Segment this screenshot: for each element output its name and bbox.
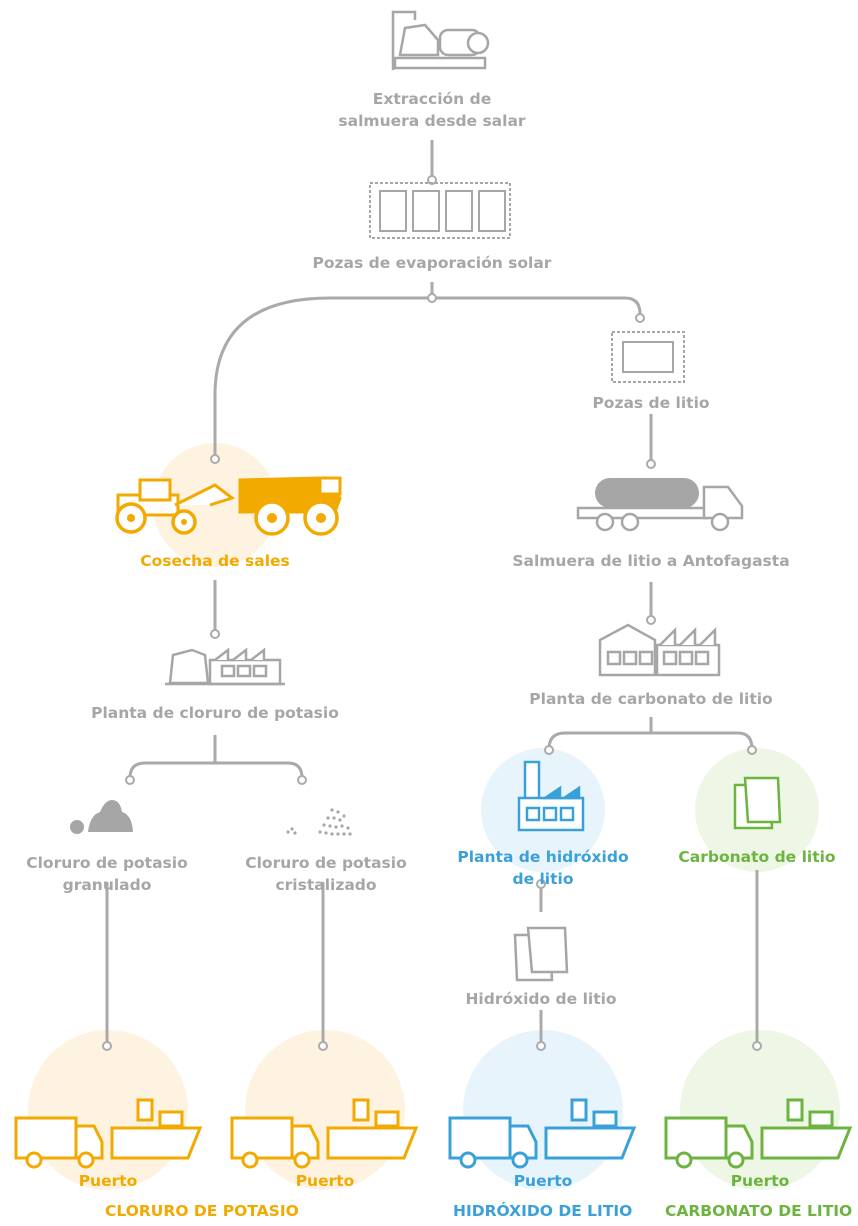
kcl-plant-label: Planta de cloruro de potasio (91, 704, 339, 722)
granules-icon (70, 800, 133, 834)
port-label-1: Puerto (78, 1172, 138, 1190)
footer-carbonate: CARBONATO DE LITIO (665, 1202, 853, 1220)
kcl-crystal-label: Cloruro de potasio cristalizado (226, 852, 426, 896)
port-halo-2 (245, 1030, 405, 1190)
crystals-icon (286, 808, 352, 836)
factory-icon (165, 647, 285, 686)
footer-potassium: CLORURO DE POTASIO (105, 1202, 299, 1220)
port-halo-3 (463, 1030, 623, 1190)
brine-transport-label: Salmuera de litio a Antofagasta (512, 552, 790, 570)
truck-ship-icon-4 (664, 1098, 853, 1169)
bags-icon (513, 926, 569, 982)
evaporation-ponds-icon (369, 182, 511, 239)
carbonate-factory-icon (598, 623, 721, 677)
pump-icon (391, 10, 490, 70)
kcl-granular-line2: granulado (62, 876, 152, 894)
hydroxide-label: Hidróxido de litio (465, 990, 617, 1008)
mining-vehicles-icon (115, 476, 342, 536)
truck-ship-icon-2 (230, 1098, 419, 1169)
kcl-crystal-line2: cristalizado (275, 876, 377, 894)
evaporation-label: Pozas de evaporación solar (312, 254, 552, 272)
harvest-label: Cosecha de sales (140, 552, 290, 570)
carbonate-bags-icon (733, 776, 782, 830)
hydroxide-plant-label: Planta de hidróxido de litio (443, 846, 643, 890)
tanker-truck-icon (576, 478, 744, 532)
lithium-ponds-label: Pozas de litio (592, 394, 710, 412)
hydroxide-plant-line1: Planta de hidróxido (457, 848, 629, 866)
kcl-crystal-line1: Cloruro de potasio (245, 854, 407, 872)
lithium-pond-icon (611, 331, 685, 383)
hydroxide-plant-line2: de litio (512, 870, 574, 888)
extraction-label-line1: Extracción de (372, 90, 492, 108)
harvest-halo (153, 443, 277, 567)
truck-ship-icon-3 (448, 1098, 637, 1169)
connector-dots (102, 175, 762, 1051)
port-halo-1 (28, 1030, 188, 1190)
port-label-2: Puerto (295, 1172, 355, 1190)
carbonate-label: Carbonato de litio (678, 848, 836, 866)
carbonate-plant-label: Planta de carbonato de litio (529, 690, 773, 708)
truck-ship-icon-1 (14, 1098, 203, 1169)
port-halo-4 (680, 1030, 840, 1190)
footer-hydroxide: HIDRÓXIDO DE LITIO (453, 1202, 633, 1220)
connector-lines (105, 140, 759, 1044)
port-label-4: Puerto (730, 1172, 790, 1190)
hydroxide-factory-icon (517, 760, 585, 832)
extraction-label-line2: salmuera desde salar (338, 112, 526, 130)
kcl-granular-label: Cloruro de potasio granulado (7, 852, 207, 896)
port-label-3: Puerto (513, 1172, 573, 1190)
kcl-granular-line1: Cloruro de potasio (26, 854, 188, 872)
extraction-label: Extracción de salmuera desde salar (330, 88, 534, 132)
